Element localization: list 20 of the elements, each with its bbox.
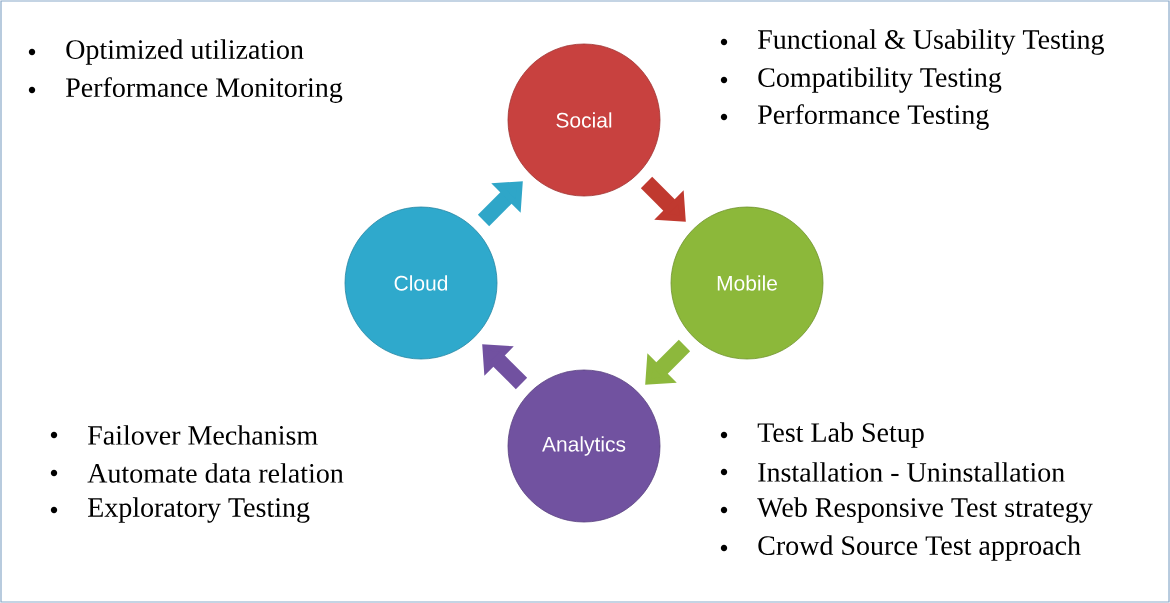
- block-arrow: [477, 181, 523, 227]
- block-arrow: [482, 344, 528, 390]
- list-item: Exploratory Testing: [88, 497, 310, 523]
- list-item: Performance Testing: [758, 104, 989, 130]
- list-item: Web Responsive Test strategy: [757, 497, 1093, 523]
- list-item: Compatibility Testing: [758, 67, 1002, 93]
- list-item: Automate data relation: [87, 463, 344, 483]
- list-item: Performance Monitoring: [66, 77, 343, 103]
- circle-node: Social: [507, 43, 661, 197]
- list-item: Installation - Uninstallation: [758, 462, 1065, 482]
- list-item: Functional & Usability Testing: [758, 29, 1104, 55]
- list-item: Test Lab Setup: [757, 422, 924, 448]
- circle-node: Analytics: [507, 369, 661, 523]
- list-item: Crowd Source Test approach: [758, 535, 1081, 561]
- list-item: Failover Mechanism: [88, 425, 318, 445]
- circle-node: Cloud: [344, 206, 498, 360]
- circle-node: Mobile: [670, 206, 824, 360]
- block-arrow: [640, 176, 686, 222]
- list-item: Optimized utilization: [66, 39, 304, 65]
- block-arrow: [645, 339, 691, 385]
